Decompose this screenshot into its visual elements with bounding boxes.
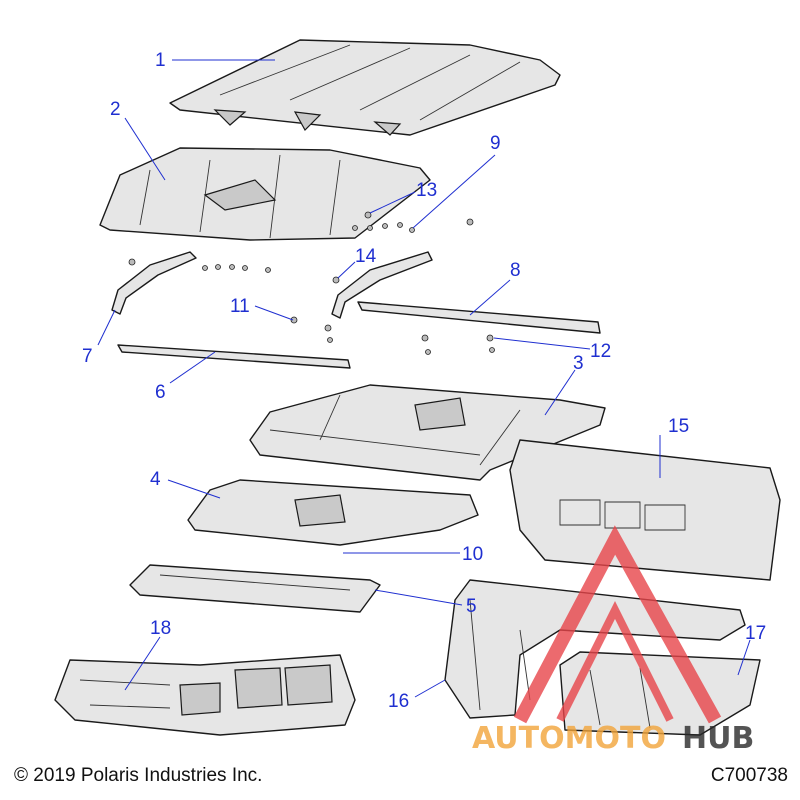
figure-code: C700738 [710,765,788,786]
callout-8: 8 [510,260,521,281]
callout-18: 18 [150,618,171,639]
part-8-rear-trim-bar [357,301,601,334]
watermark-text-primary: AUTOMOTO [472,721,666,756]
watermark-logo: AUTOMOTO HUB [472,525,754,756]
part-15-rear-panel [509,439,781,581]
part-4-inner-panel [187,479,479,546]
part-7-trim-strip-left [111,251,197,315]
callout-1: 1 [155,50,166,71]
callout-10: 10 [462,544,483,565]
callout-15: 15 [668,416,689,437]
watermark-text-secondary: HUB [682,721,754,756]
part-2-headliner-shell [99,147,431,241]
part-trim-strip-right [331,251,433,319]
callout-17: 17 [745,623,766,644]
part-5-bracket-bar [129,564,381,613]
callout-7: 7 [82,346,93,367]
callout-14: 14 [355,246,377,267]
callout-4: 4 [150,469,161,490]
part-6-front-trim-bar [117,344,351,369]
callout-11: 11 [230,296,250,317]
copyright-notice: © 2019 Polaris Industries Inc. [14,765,263,786]
callout-2: 2 [110,99,121,120]
fastener-group [128,211,495,355]
part-18-front-dash-frame [54,654,356,736]
leader-lines [97,59,751,698]
callout-3: 3 [573,353,584,374]
callout-5: 5 [466,596,477,617]
callout-16: 16 [388,691,409,712]
callout-9: 9 [490,133,501,154]
callout-13: 13 [416,180,437,201]
callout-labels: 1 2 3 4 5 6 7 8 9 10 11 12 13 14 15 16 1… [82,50,766,712]
callout-6: 6 [155,382,166,403]
part-1-roof [169,39,561,136]
callout-12: 12 [590,341,611,362]
